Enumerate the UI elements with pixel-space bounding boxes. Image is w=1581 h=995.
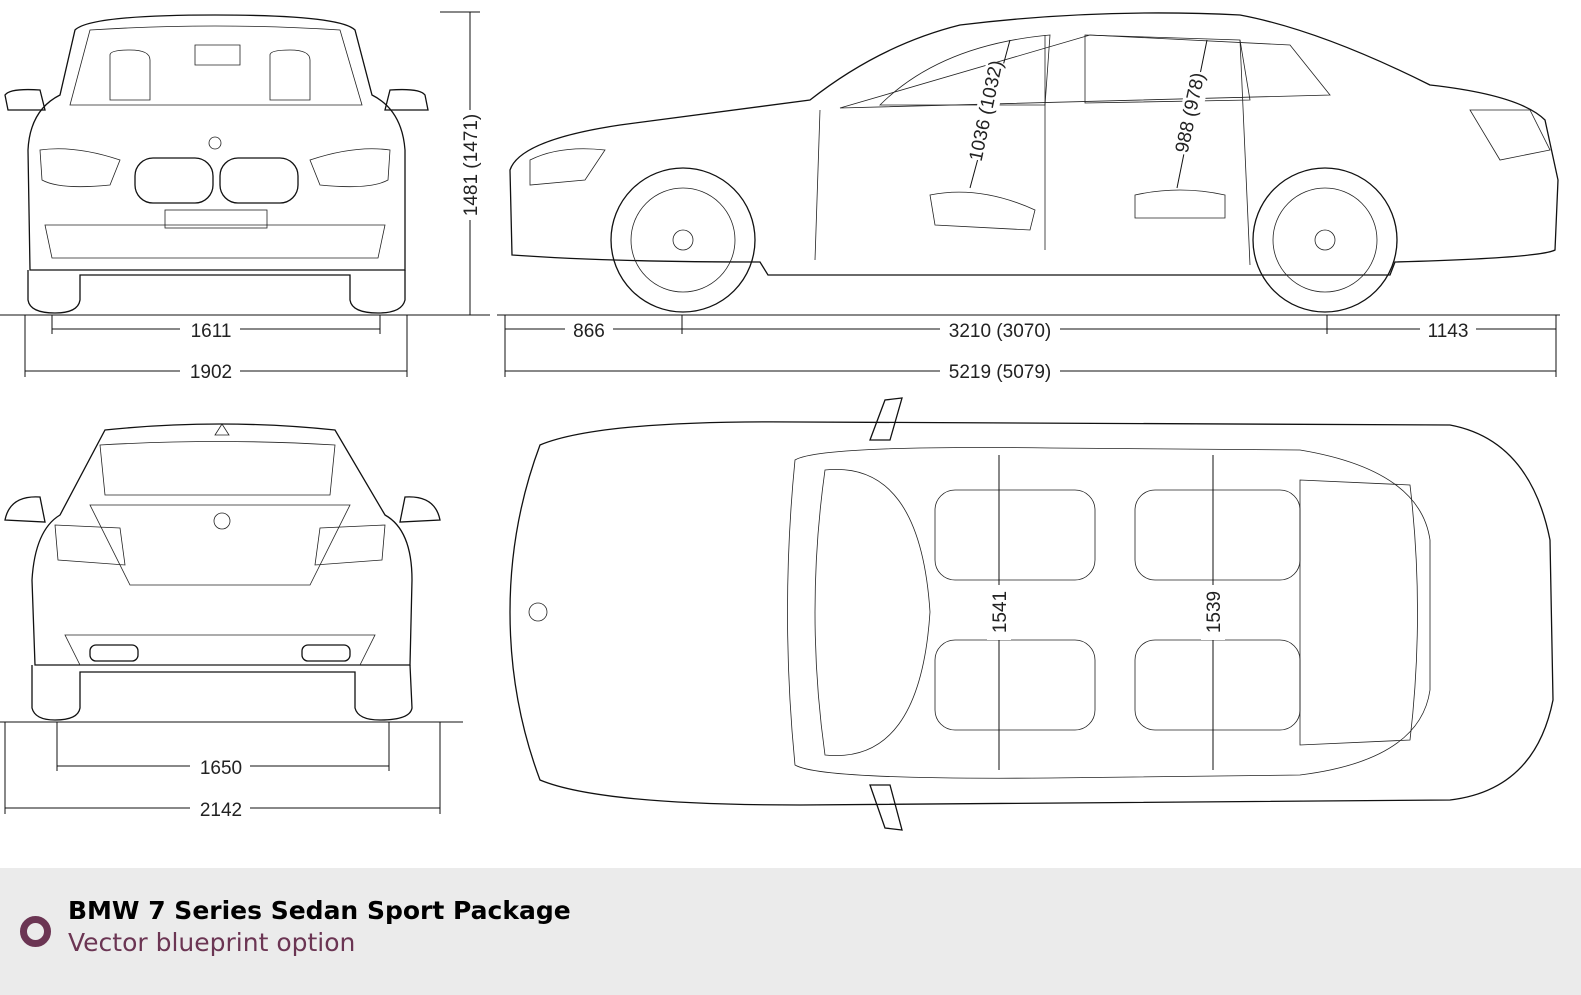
front-overhang-label: 866 xyxy=(573,321,605,342)
side-view xyxy=(509,12,1559,313)
front-interior-width-label: 1541 xyxy=(990,591,1011,633)
front-view xyxy=(4,14,429,314)
length-label: 5219 (5079) xyxy=(949,362,1051,383)
circle-bullet-icon xyxy=(20,916,51,947)
front-width-label: 1902 xyxy=(190,362,232,383)
top-view xyxy=(509,397,1554,831)
front-headroom-label: 1036 (1032) xyxy=(966,59,1008,164)
rear-width-label: 2142 xyxy=(200,800,242,821)
rear-track-label: 1650 xyxy=(200,758,242,779)
caption-title: BMW 7 Series Sedan Sport Package xyxy=(68,896,571,925)
footer-caption: BMW 7 Series Sedan Sport Package Vector … xyxy=(0,868,1581,995)
caption-subtitle: Vector blueprint option xyxy=(68,928,356,957)
rear-headroom-label: 988 (978) xyxy=(1172,71,1209,155)
rear-view xyxy=(4,423,441,721)
rear-overhang-label: 1143 xyxy=(1428,321,1469,342)
height-label: 1481 (1471) xyxy=(461,114,482,216)
blueprint-drawing: 1611 1902 1481 (1471) 866 3210 (3070) 11… xyxy=(0,11,1560,831)
wheelbase-label: 3210 (3070) xyxy=(949,321,1051,342)
rear-interior-width-label: 1539 xyxy=(1204,591,1225,633)
front-track-label: 1611 xyxy=(191,321,232,342)
